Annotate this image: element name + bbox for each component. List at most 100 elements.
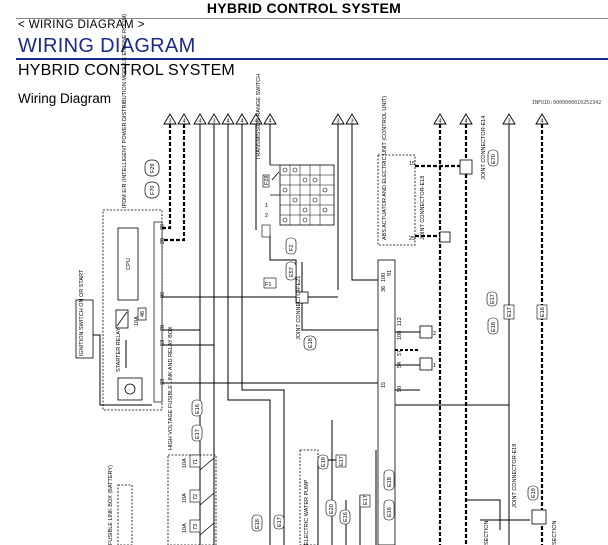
section-marker: SECTION bbox=[552, 521, 558, 545]
trs-label: TRANSMISSION RANGE SWITCH bbox=[256, 74, 262, 160]
connector-badge[interactable] bbox=[359, 494, 371, 508]
contact-dot bbox=[292, 197, 298, 203]
ignition-label: IGNITION SWITCH ON OR START bbox=[79, 269, 85, 356]
connector-badge[interactable] bbox=[251, 514, 263, 532]
pin-label: 1 bbox=[265, 203, 268, 209]
fuse[interactable] bbox=[189, 454, 201, 468]
pin-label: 33 bbox=[160, 379, 166, 385]
connector-badge[interactable] bbox=[536, 304, 548, 320]
ref-label: 3 bbox=[507, 119, 510, 125]
contact-dot bbox=[292, 167, 298, 173]
starter-relay-label: STARTER RELAY bbox=[116, 327, 122, 372]
connector-label: E18 bbox=[491, 322, 497, 332]
grid-lines bbox=[280, 165, 334, 225]
abs-unit-outline[interactable] bbox=[377, 154, 416, 246]
joint-connector-label: JOINT CONNECTOR-E14 bbox=[481, 116, 487, 180]
title-divider bbox=[16, 58, 608, 60]
connector-badge[interactable] bbox=[303, 335, 317, 351]
pin-label: 91 bbox=[387, 270, 393, 276]
connector-badge[interactable] bbox=[383, 469, 395, 491]
water-pump-label: ELECTRIC WATER PUMP bbox=[304, 479, 310, 545]
connector-label: E17 bbox=[195, 429, 201, 439]
connector-badge[interactable] bbox=[144, 159, 160, 177]
ref-label: 4 bbox=[464, 119, 467, 125]
joint-connector-label: JOINT CONNECTOR-E18 bbox=[420, 176, 426, 240]
pin-label: 28 bbox=[160, 238, 166, 244]
fusible-link-box: FUSIBLE LINK BOX (BATTERY) bbox=[108, 465, 133, 545]
page-title: WIRING DIAGRAM bbox=[18, 35, 196, 57]
joint-box[interactable] bbox=[419, 357, 433, 371]
connector-label: E19 bbox=[531, 488, 537, 498]
fuse-link-icon bbox=[116, 311, 128, 327]
ref-label: 4 bbox=[226, 119, 229, 125]
connector-badge[interactable] bbox=[383, 499, 395, 521]
connector-badge[interactable] bbox=[527, 485, 539, 501]
connector-badge[interactable] bbox=[191, 399, 203, 417]
ref-label: 3 bbox=[336, 119, 339, 125]
hv-fuse-outline[interactable] bbox=[167, 454, 217, 545]
connector-badge[interactable] bbox=[487, 149, 499, 167]
fuse-number: 72 bbox=[193, 494, 199, 500]
connector-badge[interactable] bbox=[335, 454, 347, 468]
contact-dot bbox=[312, 177, 318, 183]
fuse[interactable] bbox=[189, 519, 201, 533]
wire bbox=[351, 124, 378, 281]
section-marker: SECTION bbox=[484, 521, 490, 545]
breadcrumb[interactable]: < WIRING DIAGRAM > bbox=[18, 19, 145, 31]
pin-label: 20 bbox=[160, 325, 166, 331]
connector-badge[interactable] bbox=[285, 261, 297, 281]
ignition-switch: IGNITION SWITCH ON OR START bbox=[75, 269, 94, 359]
ipdm-connector-strip[interactable] bbox=[153, 221, 163, 403]
connector-badge[interactable] bbox=[191, 424, 203, 442]
cpu-label: CPU bbox=[126, 258, 132, 270]
ignition-switch-box[interactable] bbox=[75, 299, 94, 359]
connector-badge[interactable] bbox=[317, 454, 329, 470]
pin-label: 25 bbox=[409, 236, 415, 242]
connector-badge[interactable] bbox=[325, 499, 337, 517]
connector-label: E17 bbox=[363, 495, 369, 505]
ref-label: 3 bbox=[350, 119, 353, 125]
contact-dot bbox=[302, 207, 308, 213]
connector-badge[interactable] bbox=[273, 514, 285, 530]
connector-badge[interactable] bbox=[262, 174, 270, 188]
joint-connector-e14[interactable] bbox=[459, 159, 473, 175]
connector-badge[interactable] bbox=[487, 317, 499, 335]
contact-dot bbox=[312, 197, 318, 203]
ref-label: 4 bbox=[240, 119, 243, 125]
abs-label: ABS ACTUATOR AND ELECTRIC UNIT (CONTROL … bbox=[382, 96, 388, 240]
connector-badge[interactable] bbox=[144, 181, 160, 199]
starter-relay[interactable] bbox=[117, 377, 143, 401]
connector-pin-box[interactable] bbox=[261, 224, 271, 238]
connector-badge[interactable] bbox=[285, 237, 297, 255]
fl-box-outline[interactable] bbox=[117, 484, 133, 545]
joint-box[interactable] bbox=[419, 325, 433, 339]
pin-label: 50 bbox=[397, 386, 403, 392]
fuse[interactable] bbox=[189, 489, 201, 503]
connector-label: E70 bbox=[491, 154, 497, 164]
fuse-rating: 10A bbox=[182, 523, 188, 533]
connector-badge[interactable] bbox=[503, 304, 515, 320]
fuse-rating: 10A bbox=[134, 316, 140, 326]
connector-badge[interactable] bbox=[486, 291, 498, 307]
fuse-rating: 10A bbox=[182, 493, 188, 503]
water-pump-outline[interactable] bbox=[299, 449, 319, 545]
connector-label: F2 bbox=[289, 245, 295, 251]
cpu-block[interactable] bbox=[117, 227, 139, 301]
ref-label: 4 bbox=[254, 119, 257, 125]
high-voltage-fuse-box: HIGH VOLTAGE FUSIBLE LINK AND RELAY BOX … bbox=[167, 326, 217, 545]
wire bbox=[301, 303, 378, 331]
wire bbox=[241, 124, 285, 545]
connector-label: E17 bbox=[277, 517, 283, 527]
connector-badge[interactable] bbox=[263, 277, 277, 289]
joint-connector-box[interactable] bbox=[439, 231, 451, 243]
ref-label: 3 bbox=[168, 119, 171, 125]
pin-label: 36 bbox=[381, 286, 387, 292]
connector-label: E20 bbox=[329, 504, 335, 514]
joint-connector-e21[interactable] bbox=[295, 291, 309, 304]
fuse-rating: 10A bbox=[182, 458, 188, 468]
connector-badge[interactable] bbox=[339, 509, 351, 525]
connector-label: E17 bbox=[507, 307, 513, 317]
joint-connector-e19[interactable] bbox=[531, 509, 547, 525]
pin-label: 54 bbox=[397, 362, 403, 368]
